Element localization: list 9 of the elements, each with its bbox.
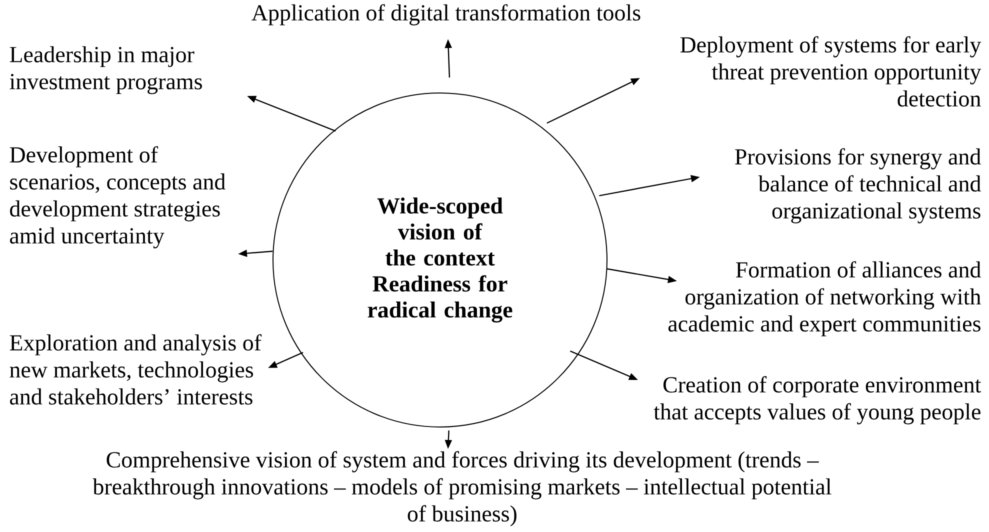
text-label: Comprehensive vision of system and forces driving its development (trends – breakthrough innovations – models of promising markets – intellectual potential of business) (92, 451, 832, 526)
text-label: Provisions for synergy and balance of technical and organizational systems (735, 148, 981, 224)
text-label: Leadership in major investment programs (10, 46, 202, 94)
text-label: Development of scenarios, concepts and development strategies amid uncertainty (10, 146, 226, 248)
text-label: Formation of alliances and organization of networking with academic and expert communities (668, 261, 981, 336)
text-label: Creation of corporate environment that accepts values of young people (654, 376, 982, 424)
text-label: Deployment of systems for early threat prevention opportunity detection (680, 36, 982, 107)
text-label: Exploration and analysis of new markets, technologies and stakeholders’ interests (10, 334, 262, 405)
text-label: Application of digital transformation tools (252, 4, 640, 26)
